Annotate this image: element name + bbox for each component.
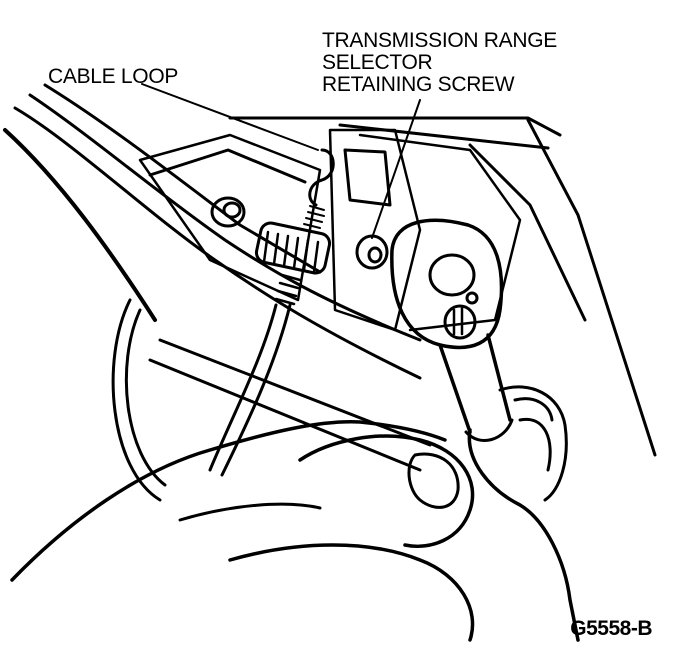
adjuster-knurl xyxy=(262,230,320,274)
lower-crossbar-second xyxy=(158,338,432,447)
left-rail-band xyxy=(3,128,157,322)
housing-top-edge xyxy=(228,116,562,137)
mount-plate-lip xyxy=(148,148,307,184)
housing-right-edge xyxy=(526,118,657,457)
left-rail-edge xyxy=(43,83,322,274)
selector-lever-body xyxy=(328,128,422,332)
wrench-pin xyxy=(465,291,479,305)
lower-crossbar xyxy=(148,358,422,472)
mount-plate xyxy=(138,133,322,302)
left-hand-lower xyxy=(228,543,475,642)
cable-lower-loop-inner xyxy=(124,308,167,487)
wrench-knob-grooves xyxy=(452,306,464,336)
selector-screw-label-line-1: TRANSMISSION RANGE xyxy=(322,29,557,52)
wrench-handle-end xyxy=(464,418,514,442)
cable-adjuster-nut xyxy=(254,221,332,275)
mount-bolt-hole-inner xyxy=(222,201,242,219)
cable-lower-loop xyxy=(111,298,162,502)
housing-right-inner xyxy=(468,143,587,322)
cable-loop-label: CABLE LOOP xyxy=(48,65,179,88)
left-thumb xyxy=(298,434,475,548)
wrench-head xyxy=(390,218,504,350)
wrench-selector-knob xyxy=(443,304,477,340)
selector-housing-block xyxy=(358,133,522,332)
left-rail-inner xyxy=(28,93,422,342)
cable-loop-spring xyxy=(303,205,325,229)
wrench-ratchet-ring xyxy=(428,253,476,297)
selector-screw-label-line-2: SELECTOR xyxy=(322,51,433,74)
left-rail-outer xyxy=(13,106,422,380)
shift-cable-second xyxy=(220,303,292,477)
left-thumb-nail xyxy=(407,452,460,509)
right-hand-knuckle xyxy=(513,397,554,422)
right-hand-outline xyxy=(467,428,580,642)
selector-lever-slot xyxy=(343,148,392,207)
left-hand-finger-crease xyxy=(178,502,322,522)
screw-leader xyxy=(371,99,421,239)
right-hand-fingers xyxy=(498,385,568,502)
left-hand-outline xyxy=(10,420,447,582)
figure-id: G5558-B xyxy=(570,617,652,640)
selector-screw-label-line-3: RETAINING SCREW xyxy=(322,73,515,96)
mount-bolt-hole xyxy=(210,196,246,228)
cable-thread xyxy=(274,273,302,306)
wrench-handle xyxy=(438,333,512,434)
retaining-screw-head xyxy=(355,234,389,270)
retaining-screw-slot xyxy=(367,246,383,264)
cable-loop xyxy=(308,148,335,207)
